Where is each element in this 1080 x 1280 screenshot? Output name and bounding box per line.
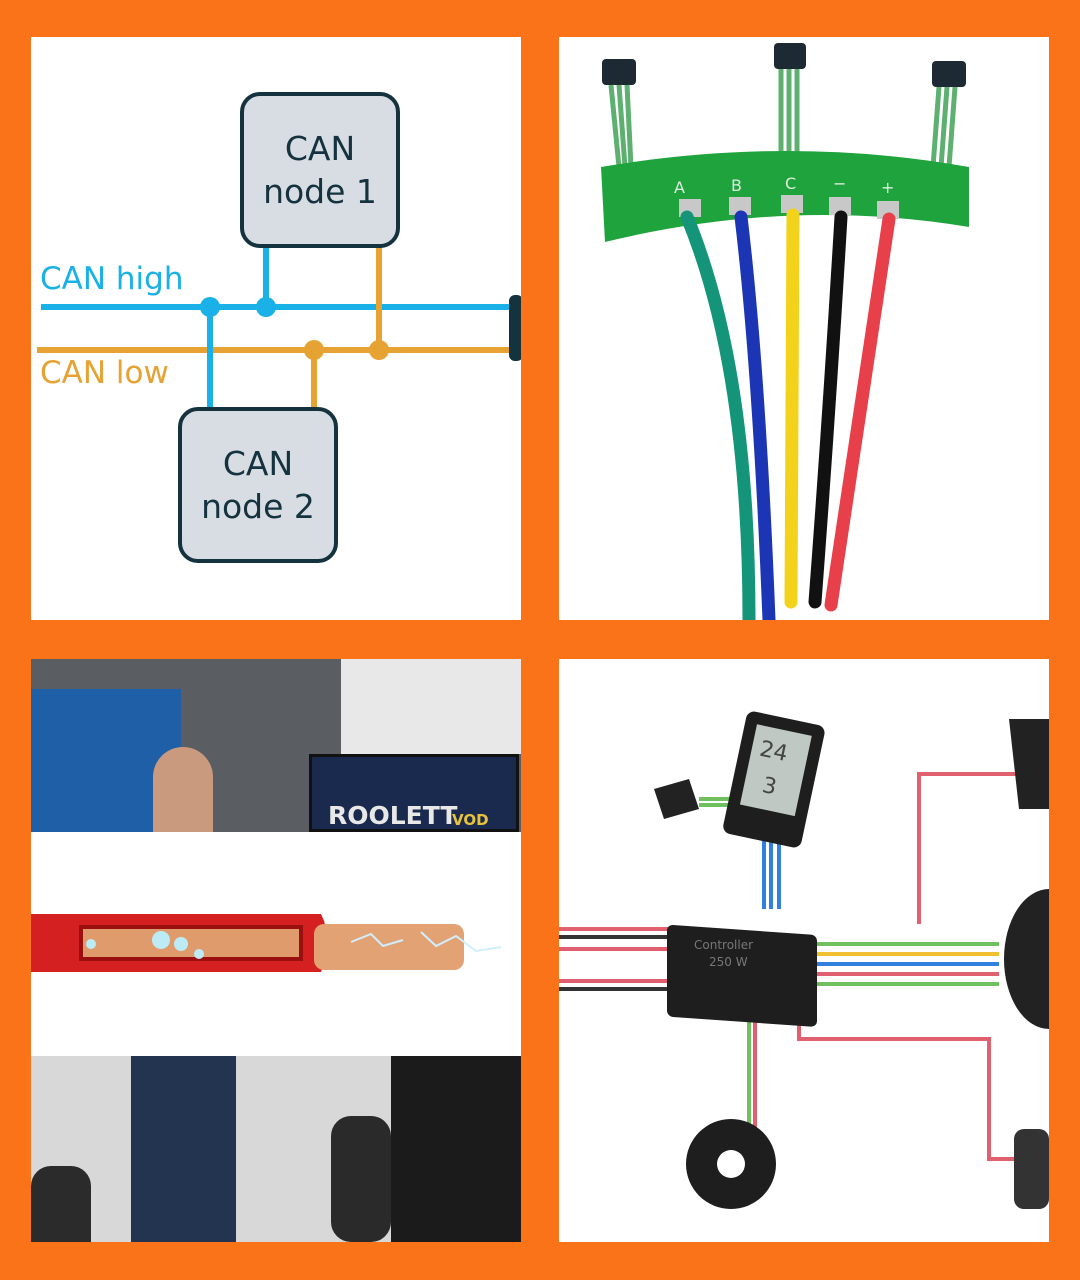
cable-illustration bbox=[31, 914, 502, 972]
presenter bbox=[153, 747, 213, 832]
node-label: node 2 bbox=[201, 487, 315, 526]
sign-text: ROOLETT bbox=[328, 801, 458, 830]
node-label: CAN bbox=[222, 444, 294, 483]
node-label: node 1 bbox=[263, 172, 377, 211]
video-still-panel: ROOLETT VOD bbox=[31, 659, 521, 1242]
pad-label-plus: + bbox=[881, 178, 894, 197]
can-high-label: CAN high bbox=[40, 261, 184, 297]
pad-label-c: C bbox=[785, 174, 796, 193]
controller-label: Controller bbox=[694, 938, 753, 952]
can-node-2: CAN node 2 bbox=[178, 407, 338, 563]
motor bbox=[1004, 889, 1049, 1029]
hall-sensor-photo: A B C − + bbox=[601, 43, 969, 620]
wiring-diagram: Controller 250 W 24 3 bbox=[559, 711, 1049, 1209]
pad-label-a: A bbox=[674, 178, 685, 197]
monitor-sign: ROOLETT VOD bbox=[309, 754, 519, 832]
can-node-1: CAN node 1 bbox=[240, 92, 400, 248]
display-speed: 24 bbox=[757, 737, 790, 767]
hall-sensor-board-panel: A B C − + bbox=[559, 37, 1049, 620]
throttle bbox=[654, 779, 699, 819]
pad-label-b: B bbox=[731, 176, 742, 195]
sign-suffix: VOD bbox=[452, 811, 489, 829]
controller bbox=[667, 924, 817, 1027]
lcd-display: 24 3 bbox=[723, 711, 825, 848]
pad-label-minus: − bbox=[833, 174, 846, 193]
ebike-wiring-panel: Controller 250 W 24 3 bbox=[559, 659, 1049, 1242]
controller-power: 250 W bbox=[709, 955, 748, 969]
display-level: 3 bbox=[760, 773, 779, 800]
can-bus-lines bbox=[37, 247, 521, 409]
node-label: CAN bbox=[284, 129, 356, 168]
can-low-label: CAN low bbox=[40, 355, 169, 391]
can-bus-diagram-panel: CAN node 1 CAN node 2 CAN high CAN low bbox=[31, 37, 521, 620]
garage-photo bbox=[31, 1056, 521, 1242]
workshop-photo: ROOLETT VOD bbox=[31, 659, 521, 832]
